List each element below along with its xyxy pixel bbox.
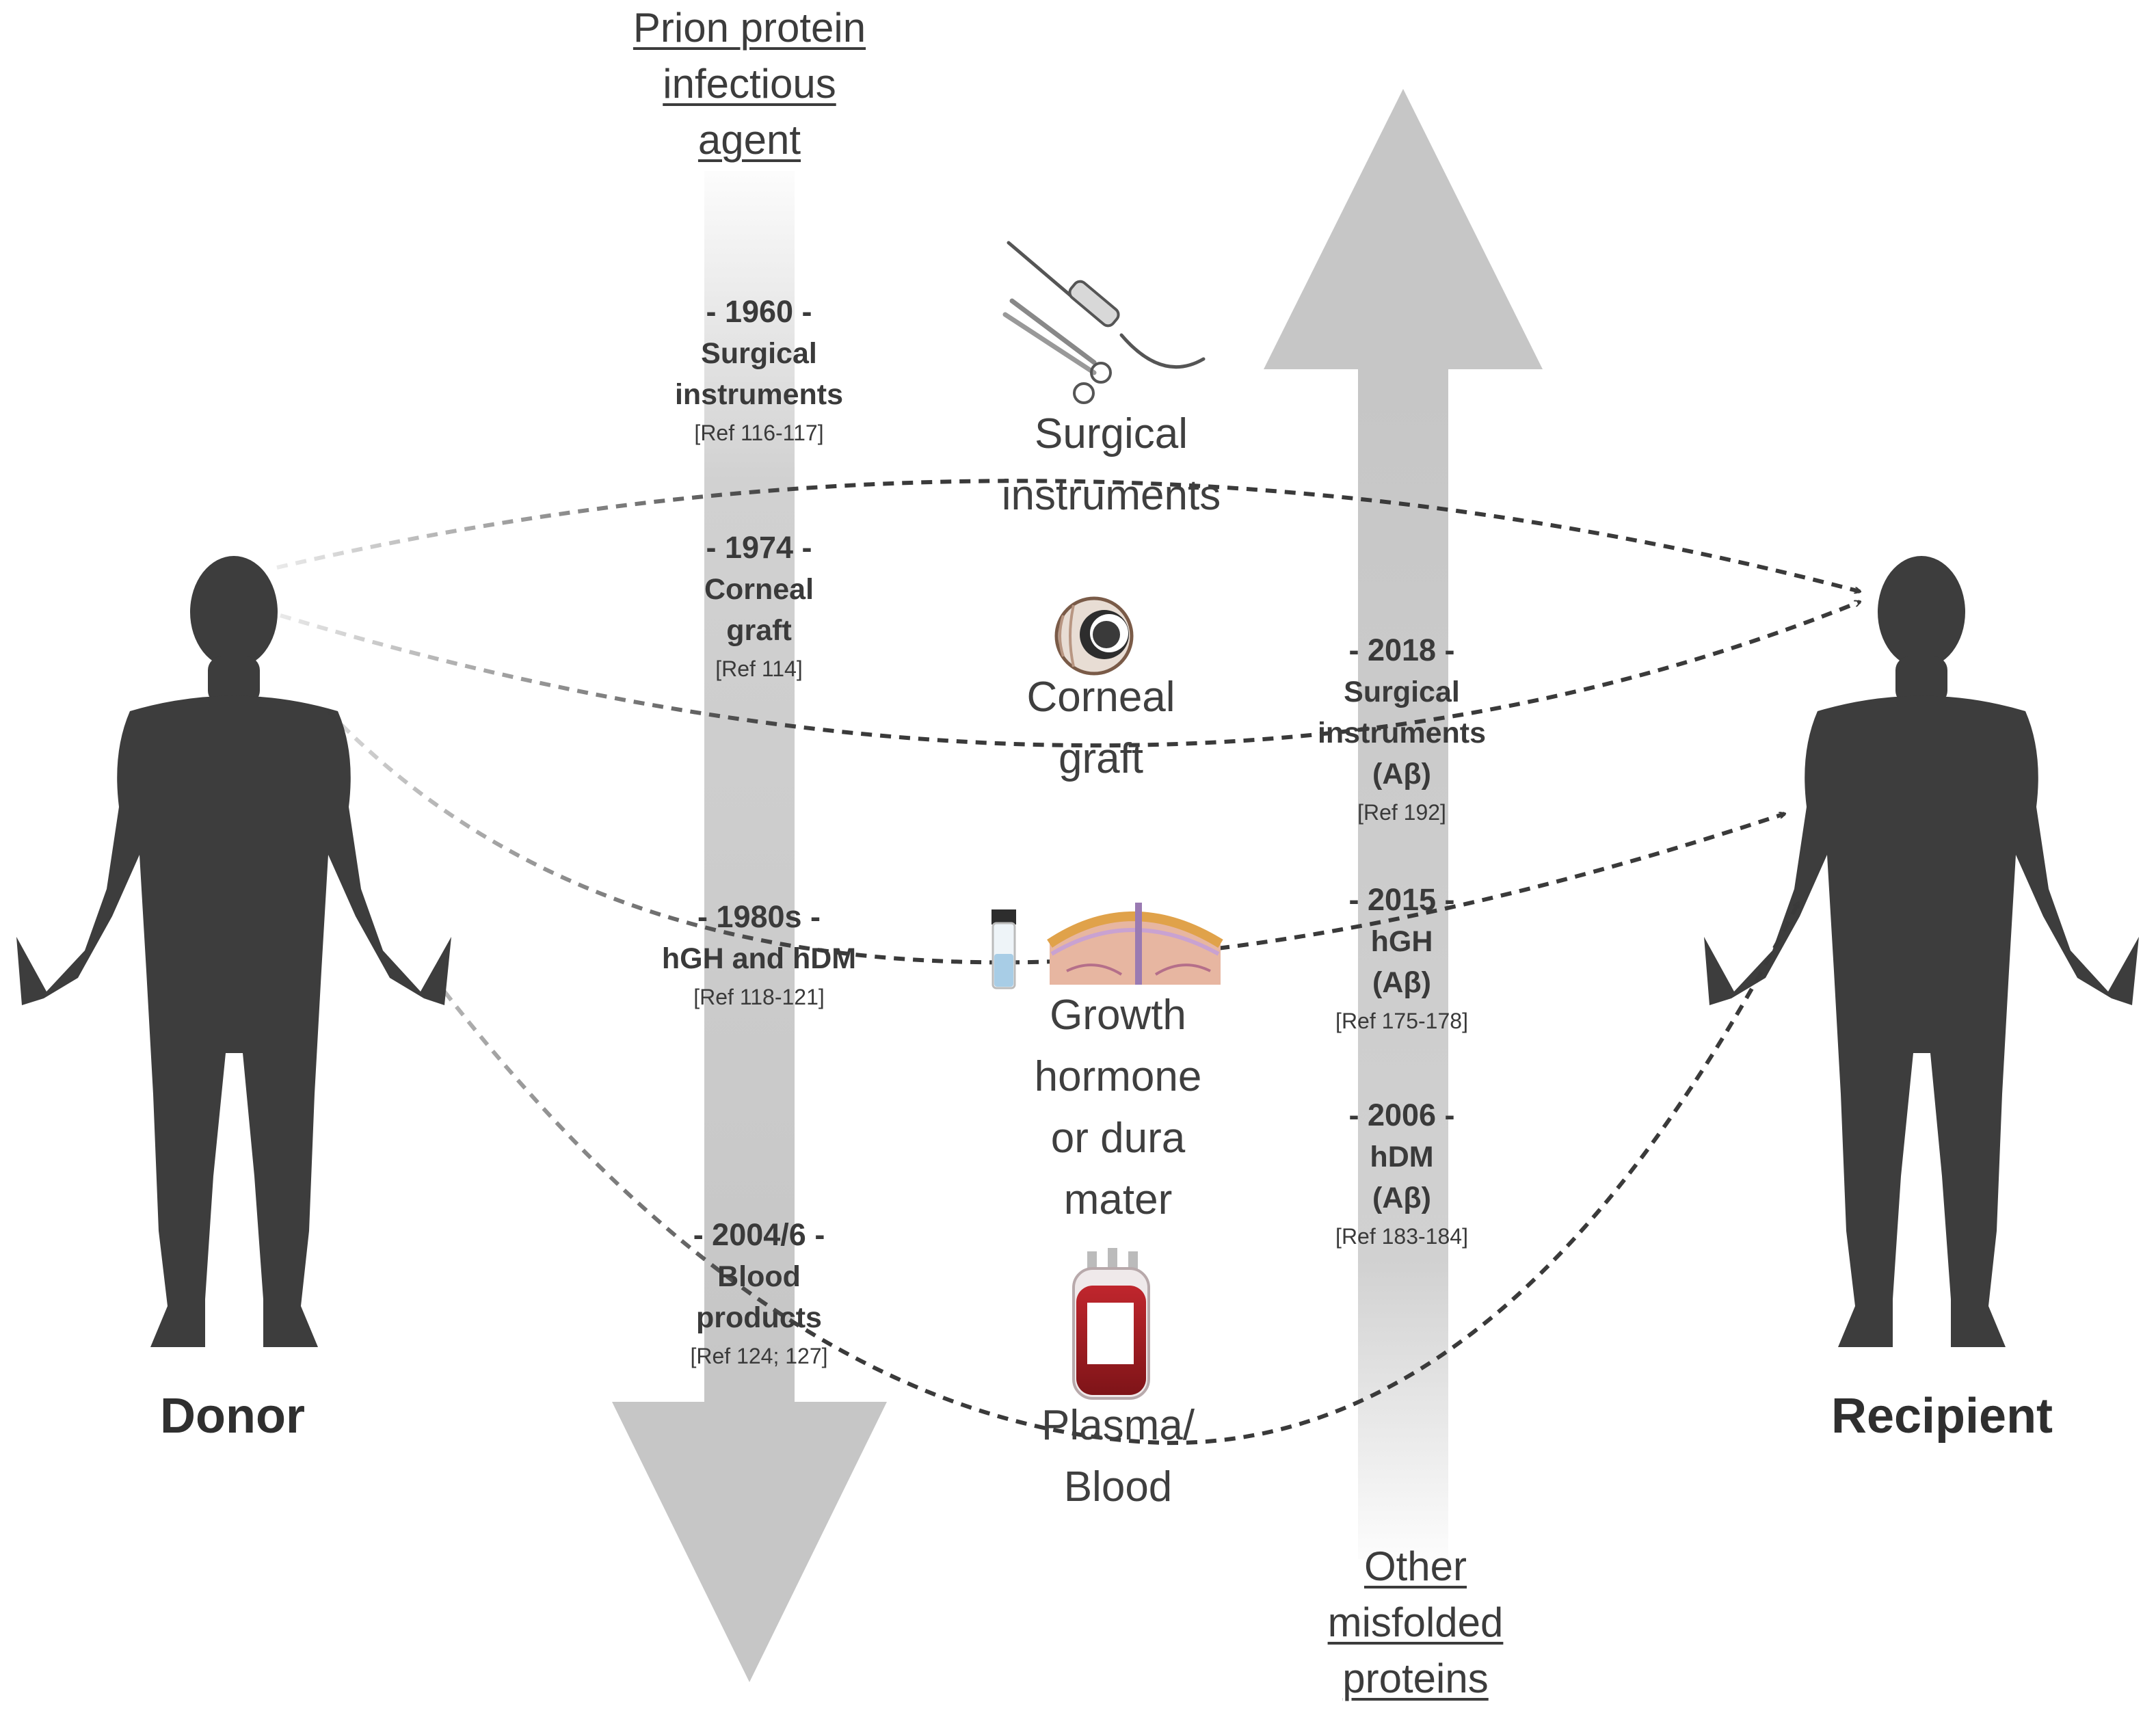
- other-event-2018: - 2018 - Surgical instruments (Aβ) [Ref …: [1317, 633, 1487, 825]
- route-label-surgical-instruments: Surgical instruments: [1001, 410, 1221, 519]
- eye-icon: [1054, 596, 1134, 676]
- route-label-corneal-graft: Corneal graft: [1026, 674, 1175, 782]
- route-plasma-blood: [442, 903, 1800, 1446]
- prion-down-arrow: [612, 171, 887, 1682]
- other-event-2006: - 2006 - hDM (Aβ) [Ref 183-184]: [1335, 1098, 1468, 1249]
- route-surgical-instruments: [276, 479, 1860, 591]
- prion-event-2004-6: - 2004/6 - Blood products [Ref 124; 127]: [690, 1217, 828, 1368]
- transmission-routes: [276, 479, 1860, 1446]
- surgical-instruments-icon: [1002, 241, 1206, 404]
- recipient-label: Recipient: [1831, 1389, 2053, 1444]
- route-label-growth-hormone: Growth hormone or dura mater: [1034, 992, 1202, 1223]
- route-growth-hormone: [326, 709, 1785, 965]
- prion-event-1980s: - 1980s - hGH and hDM [Ref 118-121]: [661, 899, 857, 1009]
- blood-bag-icon: [1072, 1248, 1150, 1400]
- recipient-silhouette: [1704, 556, 2139, 1347]
- donor-silhouette: [16, 556, 451, 1347]
- donor-label: Donor: [160, 1389, 305, 1444]
- route-corneal-graft: [280, 600, 1860, 748]
- other-misfolded-heading: Other misfolded proteins: [1327, 1543, 1504, 1701]
- route-label-plasma-blood: Plasma/ Blood: [1041, 1402, 1195, 1511]
- other-up-arrow: [1264, 89, 1543, 1559]
- prion-agent-heading: Prion protein infectious agent: [633, 5, 866, 163]
- vial-and-dura-mater-icon: [992, 903, 1223, 989]
- other-event-2015: - 2015 - hGH (Aβ) [Ref 175-178]: [1335, 882, 1468, 1033]
- prion-event-1960: - 1960 - Surgical instruments [Ref 116-1…: [674, 294, 844, 445]
- prion-event-1974: - 1974 - Corneal graft [Ref 114]: [704, 530, 814, 681]
